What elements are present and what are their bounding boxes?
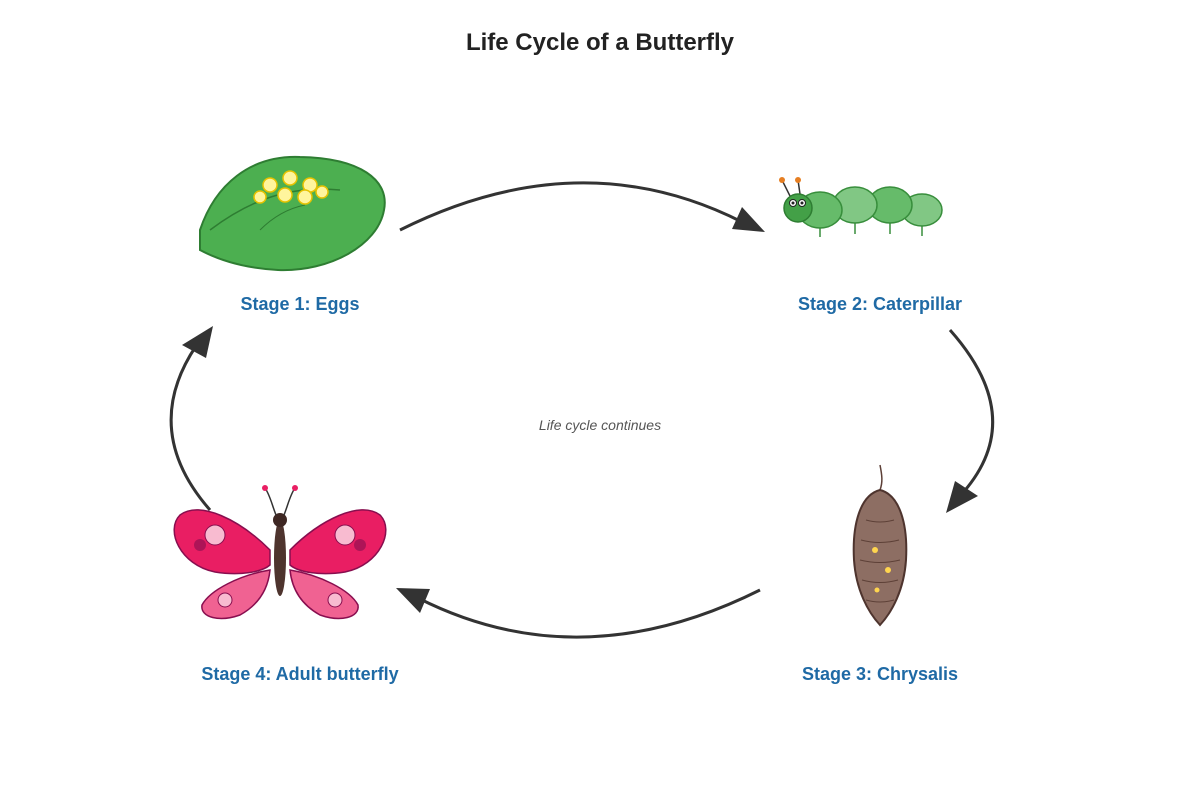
cycle-arrows [169,181,995,639]
stage-label-chrysalis: Stage 3: Chrysalis [802,664,958,684]
diagram-title: Life Cycle of a Butterfly [466,29,735,56]
lower-right-wing [289,569,359,620]
pupil [791,201,795,205]
egg [297,189,313,205]
wing-spot [217,592,233,608]
pupil [800,201,804,205]
antenna-tip [292,485,298,491]
butterfly-body [274,520,286,596]
antenna [264,487,277,516]
antenna-tip [779,177,785,183]
wing-spot [204,524,226,546]
chrysalis-stem [879,464,883,491]
antenna [283,487,296,516]
antenna-tip [795,177,801,183]
chrysalis-body [852,488,908,627]
egg [262,177,278,193]
wing-spot [194,539,206,551]
chrysalis-ridges [859,519,901,603]
egg-cluster [253,170,329,205]
egg [315,185,329,199]
eggs-on-leaf-icon [199,155,386,272]
egg [253,190,267,204]
leaf-icon [199,155,386,272]
arrowhead-butterfly-to-eggs [182,326,213,358]
leaf-vein-small [259,204,306,231]
gold-spot [885,567,891,573]
wing-spot [354,539,366,551]
caterpillar-head [783,193,813,223]
caterpillar-icon [779,177,943,237]
arrow-chrysalis-to-butterfly [417,588,761,639]
caterpillar-legs [819,222,923,237]
wing-spot [327,592,343,608]
butterfly-icon [173,485,387,620]
arrowhead-caterpillar-to-chrysalis [946,481,978,513]
arrow-caterpillar-to-chrysalis [948,329,995,498]
arrow-eggs-to-caterpillar [399,181,743,232]
gold-spot [874,587,880,593]
arrowhead-eggs-to-caterpillar [732,207,765,232]
gold-spot [872,547,878,553]
stage-label-eggs: Stage 1: Eggs [240,294,359,314]
egg [282,170,298,186]
antenna-tip [262,485,268,491]
arrowhead-chrysalis-to-butterfly [396,588,430,613]
wing-spot [334,524,356,546]
center-note: Life cycle continues [539,417,661,433]
stage-label-adult-butterfly: Stage 4: Adult butterfly [201,664,398,684]
chrysalis-icon [852,464,908,627]
lower-left-wing [201,569,271,620]
butterfly-head [273,513,287,527]
egg [277,187,293,203]
stage-label-caterpillar: Stage 2: Caterpillar [798,294,962,314]
arrow-butterfly-to-eggs [169,345,212,511]
